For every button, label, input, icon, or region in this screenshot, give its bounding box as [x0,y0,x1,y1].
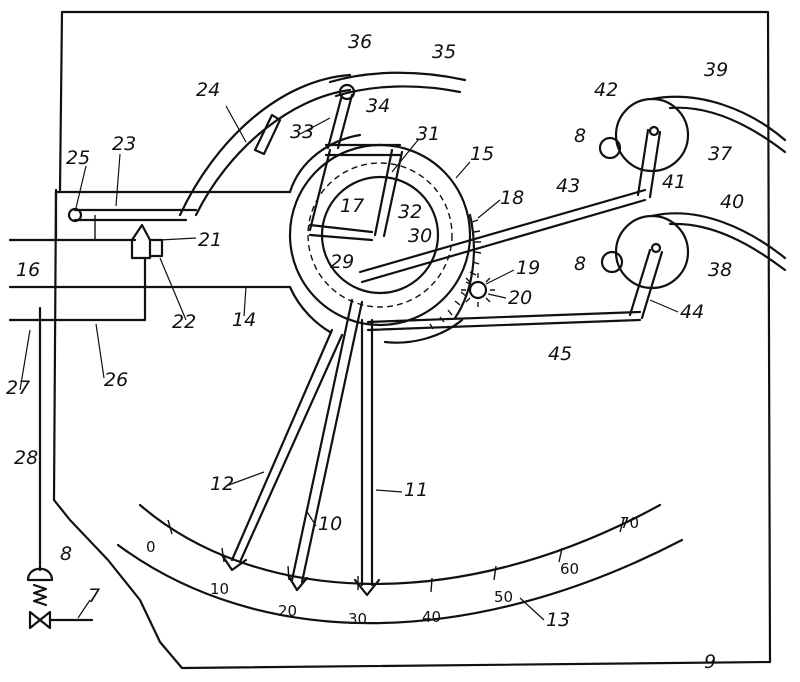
pivot-25 [67,207,83,223]
slot-arm [253,113,282,156]
track-35 [328,71,467,98]
label-32: 32 [398,201,422,223]
link-33 [326,93,354,150]
label-41: 41 [662,171,686,193]
label-37: 37 [708,143,732,165]
label-17: 17 [340,195,364,217]
label-38: 38 [708,259,732,281]
scale-mark-40: 40 [422,608,441,626]
valve-8 [26,567,54,607]
contact-22 [148,238,164,258]
panel-left-edge [58,10,64,192]
label-12: 12 [210,473,234,495]
label-10: 10 [318,513,342,535]
bellows-8-upper [598,136,622,160]
label-40: 40 [720,191,744,213]
scale-13 [116,503,684,625]
wire-26 [8,256,147,322]
label-9: 9 [704,651,716,673]
label-28: 28 [14,447,38,469]
scale-mark-10: 10 [210,580,229,598]
label-36: 36 [348,31,372,53]
label-19: 19 [516,257,540,279]
pivot-36 [338,83,356,101]
contact-21 [130,223,152,260]
bar-16 [8,238,292,289]
label-45: 45 [548,343,572,365]
label-23: 23 [112,133,136,155]
label-25: 25 [66,147,90,169]
link-left-vertical [308,148,332,232]
tube-39 [650,95,787,154]
label-8-upper: 8 [574,125,586,147]
label-33: 33 [290,121,314,143]
label-42: 42 [594,79,618,101]
label-29: 29 [330,251,354,273]
pinion-teeth [461,273,495,307]
scale-ticks [167,517,625,593]
scale-mark-60: 60 [560,560,579,578]
leader-lines [19,105,679,621]
label-22: 22 [172,311,196,333]
label-15: 15 [470,143,494,165]
panel-outline [52,10,772,670]
label-8-lower: 8 [574,253,586,275]
scale-mark-30: 30 [348,610,367,628]
label-34: 34 [366,95,390,117]
label-44: 44 [680,301,704,323]
scale-mark-0: 0 [146,538,156,556]
link-45 [366,310,642,332]
link-43 [358,188,647,284]
label-11: 11 [404,479,428,501]
arc-bracket-24 [178,73,352,217]
drum-37-hub [648,125,660,137]
pointer-10 [290,298,364,584]
pointer-12 [230,328,344,564]
scale-mark-50: 50 [494,588,513,606]
label-16: 16 [16,259,40,281]
bellows-8-lower [600,250,624,274]
valve-7 [28,610,94,630]
label-13: 13 [546,609,570,631]
label-30: 30 [408,225,432,247]
label-39: 39 [704,59,728,81]
link-29 [308,223,374,242]
scale-mark-20: 20 [278,602,297,620]
link-34 [324,143,402,157]
gear-segment-18 [383,213,475,344]
hub-housing [288,133,362,334]
label-21: 21 [198,229,222,251]
arrow-10 [286,573,309,592]
label-24: 24 [196,79,220,101]
label-20: 20 [508,287,532,309]
label-35: 35 [432,41,456,63]
link-31 [373,148,404,238]
arm-44 [628,248,664,320]
link-23 [73,208,198,222]
bar-upper [54,190,292,242]
drum-38-hub [650,242,662,254]
label-7: 7 [88,585,100,607]
label-18: 18 [500,187,524,209]
label-27: 27 [6,377,30,399]
arm-41 [636,128,662,199]
drum-38 [614,214,690,290]
pointer-11 [360,318,374,587]
label-8-valve: 8 [60,543,72,565]
label-31: 31 [416,123,440,145]
label-43: 43 [556,175,580,197]
dial-dashed-ring [307,162,453,308]
label-14: 14 [232,309,256,331]
scale-mark-70: 70 [620,514,639,532]
label-26: 26 [104,369,128,391]
pinion-19 [468,280,488,300]
tube-40 [650,212,787,272]
